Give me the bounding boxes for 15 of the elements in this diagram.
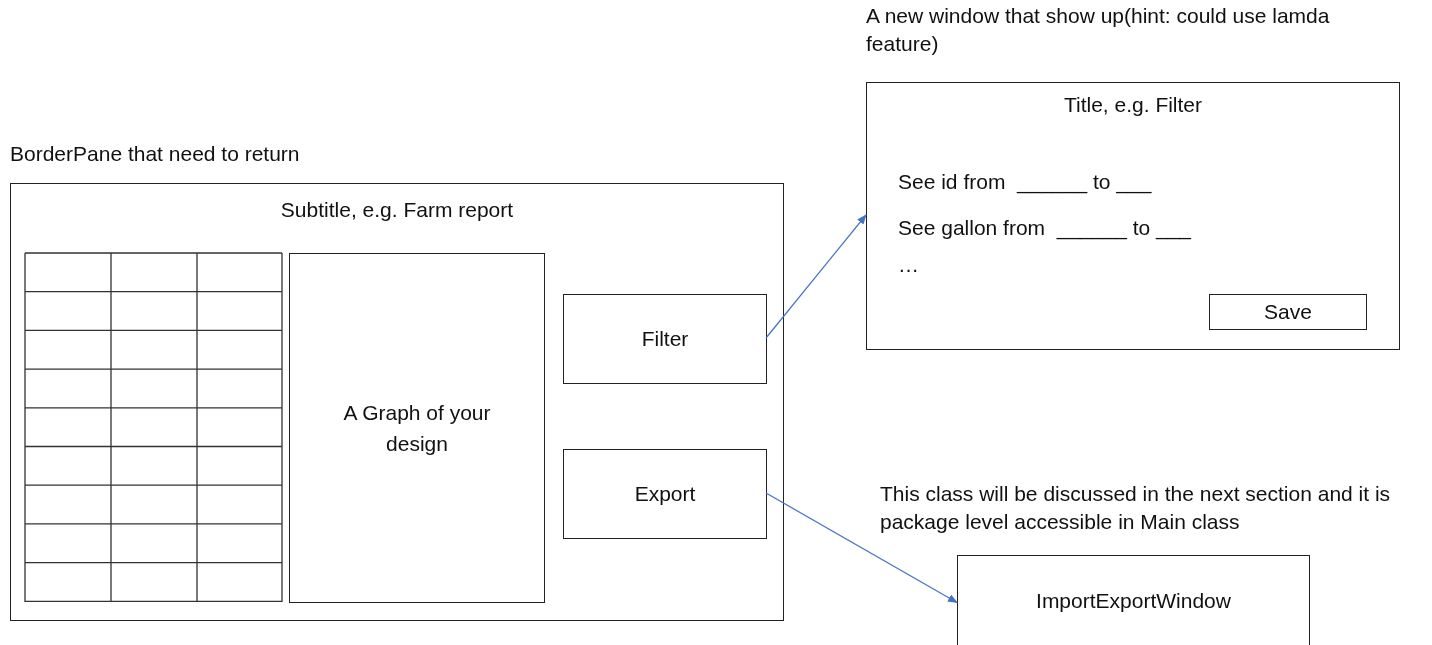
window-title: Title, e.g. Filter xyxy=(1062,92,1204,118)
window-title: Subtitle, e.g. Farm report xyxy=(279,197,515,223)
form-line: … xyxy=(898,252,919,278)
arrow xyxy=(765,492,958,604)
export-box: Export xyxy=(563,449,767,539)
graph-box: A Graph of your design xyxy=(289,253,545,603)
arrow xyxy=(765,214,867,339)
heading-text: BorderPane that need to return xyxy=(10,141,300,167)
save-box: Save xyxy=(1209,294,1367,330)
form-line: See id from ______ to ___ xyxy=(898,169,1152,196)
heading-text: A new window that show up(hint: could use lamda feature) xyxy=(866,3,1331,58)
window-title: ImportExportWindow xyxy=(1035,588,1232,615)
filter-box: Filter xyxy=(563,294,767,384)
form-line: See gallon from ______ to ___ xyxy=(898,215,1192,242)
heading-text: This class will be discussed in the next section and it is package level accessible in Main class xyxy=(880,481,1392,536)
